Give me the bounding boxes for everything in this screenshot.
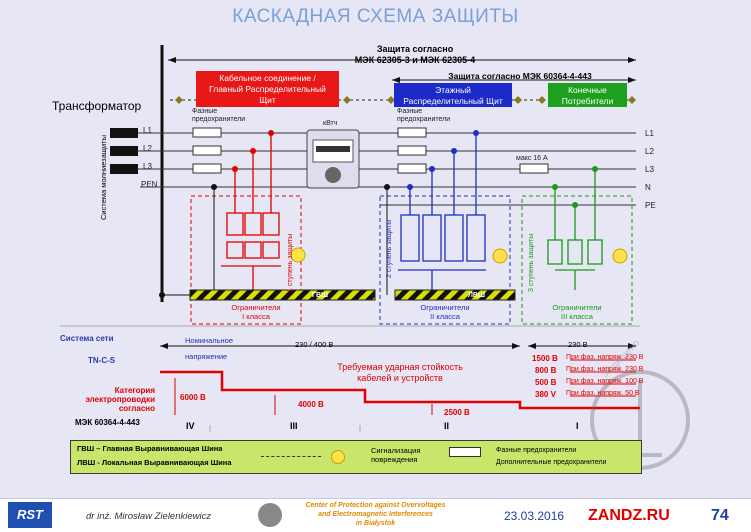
signal-lamp-icon xyxy=(290,247,306,263)
footer: RST dr inż. Mirosław Zielenkiewicz Cente… xyxy=(0,498,751,532)
signal-lamp-icon xyxy=(492,248,508,264)
zone2-box xyxy=(379,195,511,325)
level-6000: 6000 В xyxy=(180,393,206,402)
impulse-title: Требуемая ударная стойкость кабелей и ус… xyxy=(337,362,463,383)
line-label-pe-right: PE xyxy=(645,201,656,210)
rt-v3: 380 V xyxy=(535,390,556,399)
legend-signal: Сигнализация повреждения xyxy=(371,446,421,464)
rt-v2: 500 В xyxy=(535,378,557,387)
rt-d0: При фаз. напряж. 230 В xyxy=(566,354,644,361)
standard-label: МЭК 60364-4-443 xyxy=(75,418,140,427)
zone-diamonds xyxy=(175,96,636,104)
legend-box: ГВШ – Главная Выравнивающая Шина ЛВШ - Л… xyxy=(70,440,642,474)
lvsh-bar-label: ЛВШ xyxy=(468,292,486,299)
fuse-icon xyxy=(449,447,481,457)
page-number: 74 xyxy=(711,507,729,524)
stage2-label: 2 ступень защиты xyxy=(386,219,393,278)
level-2500: 2500 В xyxy=(444,408,470,417)
phase-fuses-label-1: Фазные предохранители xyxy=(192,108,246,123)
rt-v0: 1500 В xyxy=(532,354,558,363)
limiters-class2: Ограничители II класса xyxy=(420,303,470,321)
line-label-l1: L1 xyxy=(143,126,152,135)
rst-logo: RST xyxy=(8,502,52,528)
zone-floor-box: Этажный Распределительный Щит xyxy=(394,83,512,107)
rt-v1: 800 В xyxy=(535,366,557,375)
line-label-l1-right: L1 xyxy=(645,129,654,138)
page-title: КАСКАДНАЯ СХЕМА ЗАЩИТЫ xyxy=(232,6,519,27)
signal-lamp-icon xyxy=(612,248,628,264)
cat-iv: IV xyxy=(186,421,195,431)
legend-dashed-line xyxy=(261,456,321,457)
cat-ii: II xyxy=(444,421,450,431)
fuse-group xyxy=(192,127,549,174)
limiters-class3: Ограничители III класса xyxy=(552,303,602,321)
line-label-n-right: N xyxy=(645,183,651,192)
cat-i: I xyxy=(576,421,579,431)
center-logo-icon xyxy=(258,503,282,527)
line-label-l2: L2 xyxy=(143,144,152,153)
legend-add-fuses: Дополнительные предохранители xyxy=(496,459,607,466)
cat-iii: III xyxy=(290,421,298,431)
rt-d3: При фаз. напряж. 50 В xyxy=(566,390,640,397)
gvsh-bar-label: ГВШ xyxy=(312,292,329,299)
legend-lvsh: ЛВШ - Локальная Выравнивающая Шина xyxy=(77,458,232,467)
line-label-l3: L3 xyxy=(143,162,152,171)
stage3-label: 3 ступень защиты xyxy=(528,233,535,292)
local-bus-bar xyxy=(394,289,516,301)
lightning-system-label: Система молниезащиты xyxy=(99,135,108,220)
nominal-label: Номинальное напряжение xyxy=(185,336,234,361)
iec62305-label: Защита согласно МЭК 62305-3 и МЭК 62305-… xyxy=(354,44,476,65)
voltage-230: 230 В xyxy=(568,340,588,349)
zone-main-box: Кабельное соединение / Главный Распредел… xyxy=(196,71,339,107)
system-label: Система сети xyxy=(60,334,114,343)
rt-d1: При фаз. напряж. 230 В xyxy=(566,366,644,373)
legend-phase-fuses: Фазные предохранители xyxy=(496,447,577,454)
legend-gvsh: ГВШ – Главная Выравнивающая Шина xyxy=(77,444,223,453)
voltage-230-400: 230 / 400 В xyxy=(295,340,334,349)
footer-author: dr inż. Mirosław Zielenkiewicz xyxy=(86,511,212,522)
impulse-step-line xyxy=(160,370,640,410)
line-label-l3-right: L3 xyxy=(645,165,654,174)
footer-center: Center of Protection against Overvoltage… xyxy=(305,502,446,527)
kwh-meter-icon xyxy=(306,129,360,189)
transformer-icon xyxy=(110,128,138,174)
footer-site: ZANDZ.RU xyxy=(588,507,670,524)
lamp-icon xyxy=(331,450,345,464)
line-label-l2-right: L2 xyxy=(645,147,654,156)
phase-fuses-label-2: Фазные предохранители xyxy=(397,108,451,123)
iec60364-label: Защита согласно МЭК 60364-4-443 xyxy=(448,71,592,81)
footer-date: 23.03.2016 xyxy=(504,509,565,523)
level-4000: 4000 В xyxy=(298,400,324,409)
stage1-label: 1 ступень защиты xyxy=(287,233,294,292)
zone-end-box: Конечные Потребители xyxy=(548,83,627,107)
transformer-label: Трансформатор xyxy=(52,99,142,113)
kwh-label: кВтч xyxy=(323,120,338,127)
line-label-pen: PEN xyxy=(141,180,158,189)
rt-d2: При фаз. напряж. 100 В xyxy=(566,378,644,385)
limiters-class1: Ограничители I класса xyxy=(231,303,281,321)
main-bus-bar xyxy=(189,289,376,301)
max16-label: макс 16 А xyxy=(516,155,548,162)
category-label: Категория электропроводки согласно xyxy=(85,386,155,413)
tncs-label: TN-C-S xyxy=(88,356,116,365)
